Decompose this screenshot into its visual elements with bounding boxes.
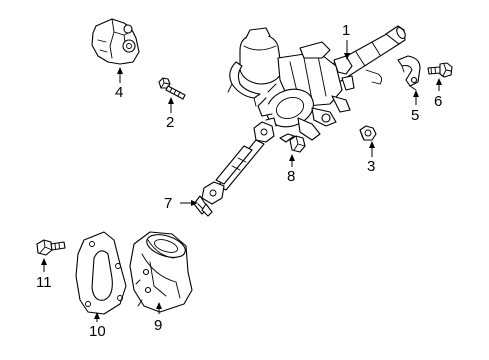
part-2-bolt[interactable] xyxy=(158,77,186,100)
callout-9: 9 xyxy=(154,317,162,334)
callout-6: 6 xyxy=(434,93,442,110)
part-11-bolt[interactable] xyxy=(36,239,66,256)
callout-leaders xyxy=(41,40,442,322)
callout-3: 3 xyxy=(367,158,375,175)
callout-8: 8 xyxy=(287,168,295,185)
part-6-screw[interactable] xyxy=(427,62,453,78)
part-5-clip[interactable] xyxy=(397,55,421,91)
part-1-steering-column[interactable] xyxy=(227,25,407,141)
part-7-intermediate-shaft[interactable] xyxy=(193,117,277,217)
callout-7: 7 xyxy=(164,195,172,212)
callout-10: 10 xyxy=(89,323,106,340)
part-10-plate[interactable] xyxy=(75,231,127,315)
part-3-nut[interactable] xyxy=(359,125,377,141)
callout-numbers: 1 2 3 4 5 6 7 8 9 10 11 xyxy=(36,22,442,340)
part-4-bracket[interactable] xyxy=(91,18,140,65)
callout-2: 2 xyxy=(166,114,174,131)
callout-11: 11 xyxy=(36,274,52,291)
callout-4: 4 xyxy=(115,84,123,101)
callout-5: 5 xyxy=(411,107,419,124)
part-9-boot[interactable] xyxy=(129,230,193,313)
callout-1: 1 xyxy=(342,22,350,39)
part-8-bolt[interactable] xyxy=(279,133,306,153)
